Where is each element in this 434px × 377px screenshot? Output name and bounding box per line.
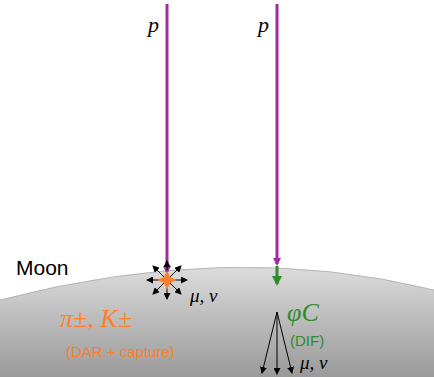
body-label: Moon [16, 257, 69, 278]
particle-label: μ, ν [190, 286, 217, 305]
particle-label: φC [287, 300, 319, 326]
particle-label: π±, K± [60, 306, 132, 332]
interaction-star [157, 270, 177, 290]
moon-surface [0, 267, 434, 377]
particle-label: μ, ν [300, 353, 327, 372]
particle-label: p [148, 14, 159, 36]
proton-arrow [166, 4, 169, 272]
particle-label: p [258, 14, 269, 36]
process-label: (DIF) [290, 333, 324, 348]
proton-arrow [276, 4, 279, 264]
process-label: (DAR + capture) [66, 344, 175, 359]
dif-arrow [276, 266, 279, 284]
